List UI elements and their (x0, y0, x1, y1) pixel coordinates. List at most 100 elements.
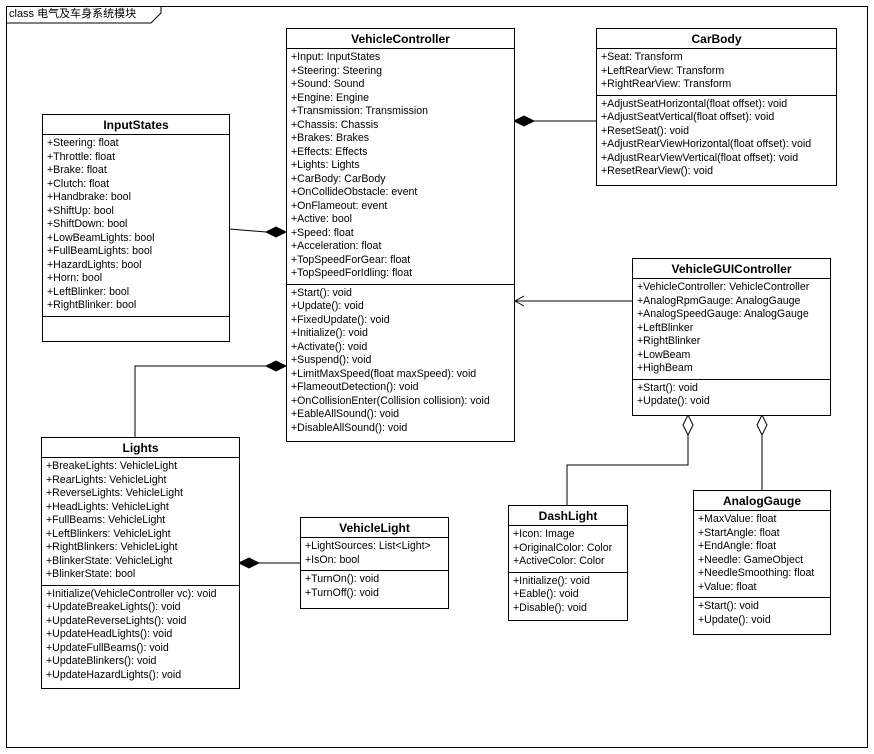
attribute-row: +RightRearView: Transform (601, 78, 732, 90)
operations-compartment: +Start(): void+Update(): void+FixedUpdat… (287, 285, 514, 442)
frame-label: class 电气及车身系统模块 (9, 8, 137, 20)
operation-row: +TurnOn(): void (305, 573, 380, 585)
class-name: VehicleGUIController (633, 259, 830, 279)
attribute-row: +OriginalColor: Color (513, 541, 613, 554)
operation-row: +OnCollisionEnter(Collision collision): … (291, 394, 490, 407)
class-analog-gauge: AnalogGauge +MaxValue: float+StartAngle:… (693, 490, 831, 635)
attribute-row: +ActiveColor: Color (513, 555, 605, 567)
operation-row: +AdjustRearViewVertical(float offset): v… (601, 151, 799, 164)
attributes-compartment: +VehicleController: VehicleController+An… (633, 279, 830, 380)
operation-row: +Initialize(VehicleController vc): void (46, 587, 217, 600)
attribute-row: +Engine: Engine (291, 91, 370, 104)
attribute-row: +Sound: Sound (291, 78, 365, 90)
attribute-row: +Steering: float (47, 137, 119, 149)
attribute-row: +RearLights: VehicleLight (46, 473, 167, 486)
attribute-row: +Brakes: Brakes (291, 132, 370, 144)
class-name: AnalogGauge (694, 491, 830, 511)
operation-row: +UpdateBreakeLights(): void (46, 601, 181, 613)
class-dash-light: DashLight +Icon: Image+OriginalColor: Co… (508, 505, 628, 621)
attributes-compartment: +Seat: Transform+LeftRearView: Transform… (597, 49, 836, 96)
operation-row: +UpdateHeadLights(): void (46, 628, 173, 640)
class-name: VehicleController (287, 29, 514, 49)
attribute-row: +Clutch: float (47, 177, 110, 190)
attribute-row: +StartAngle: float (698, 526, 780, 539)
attribute-row: +OnFlameout: event (291, 199, 388, 212)
attribute-row: +LeftBlinker (637, 321, 694, 334)
attribute-row: +BlinkerState: bool (46, 568, 136, 580)
operations-compartment: +TurnOn(): void+TurnOff(): void (301, 571, 448, 608)
operation-row: +DisableAllSound(): void (291, 421, 408, 434)
attribute-row: +TopSpeedForIdling: float (291, 267, 413, 279)
operation-row: +Start(): void (291, 286, 352, 299)
attribute-row: +OnCollideObstacle: event (291, 186, 418, 198)
attribute-row: +FullBeams: VehicleLight (46, 514, 166, 526)
attribute-row: +HighBeam (637, 362, 693, 374)
operation-row: +Disable(): void (513, 601, 587, 614)
attribute-row: +LeftBlinker: bool (47, 285, 130, 298)
attribute-row: +LowBeamLights: bool (47, 231, 155, 244)
operations-compartment: +Initialize(VehicleController vc): void+… (42, 586, 239, 689)
attribute-row: +LowBeam (637, 348, 691, 361)
attribute-row: +FullBeamLights: bool (47, 245, 153, 257)
operation-row: +Eable(): void (513, 588, 579, 600)
operations-compartment: +Start(): void+Update(): void (633, 380, 830, 416)
operations-compartment: +Initialize(): void+Eable(): void+Disabl… (509, 573, 627, 621)
attribute-row: +RightBlinkers: VehicleLight (46, 541, 178, 553)
operation-row: +ResetSeat(): void (601, 124, 690, 137)
class-name: Lights (42, 438, 239, 458)
operation-row: +UpdateBlinkers(): void (46, 655, 157, 667)
attribute-row: +Throttle: float (47, 150, 116, 163)
operation-row: +Activate(): void (291, 340, 368, 353)
attributes-compartment: +MaxValue: float+StartAngle: float+EndAn… (694, 511, 830, 598)
attribute-row: +MaxValue: float (698, 513, 777, 525)
operation-row: +AdjustSeatHorizontal(float offset): voi… (601, 97, 788, 110)
attribute-row: +Icon: Image (513, 528, 575, 540)
operation-row: +UpdateHazardLights(): void (46, 668, 182, 681)
operation-row: +TurnOff(): void (305, 586, 379, 599)
attribute-row: +NeedleSmoothing: float (698, 567, 815, 579)
attribute-row: +ShiftDown: bool (47, 218, 128, 230)
attribute-row: +Input: InputStates (291, 51, 381, 63)
attribute-row: +LightSources: List<Light> (305, 540, 431, 552)
attribute-row: +Horn: bool (47, 272, 103, 284)
attribute-row: +TopSpeedForGear: float (291, 253, 411, 266)
class-vehicle-controller: VehicleController +Input: InputStates+St… (286, 28, 515, 442)
operation-row: +Initialize(): void (513, 574, 590, 587)
operation-row: +FixedUpdate(): void (291, 313, 390, 326)
operation-row: +FlameoutDetection(): void (291, 381, 419, 393)
operation-row: +AdjustRearViewHorizontal(float offset):… (601, 138, 812, 150)
attribute-row: +IsOn: bool (305, 553, 360, 566)
frame-tab-outline (6, 6, 162, 24)
attribute-row: +EndAngle: float (698, 540, 777, 552)
attribute-row: +Transmission: Transmission (291, 105, 429, 117)
attributes-compartment: +Input: InputStates+Steering: Steering+S… (287, 49, 514, 285)
attributes-compartment: +Steering: float+Throttle: float+Brake: … (43, 135, 229, 317)
attribute-row: +LeftBlinkers: VehicleLight (46, 527, 171, 540)
attribute-row: +LeftRearView: Transform (601, 64, 725, 77)
operation-row: +EableAllSound(): void (291, 408, 400, 420)
attribute-row: +Handbrake: bool (47, 191, 131, 203)
attribute-row: +CarBody: CarBody (291, 172, 386, 185)
attribute-row: +AnalogRpmGauge: AnalogGauge (637, 294, 801, 307)
operation-row: +LimitMaxSpeed(float maxSpeed): void (291, 367, 477, 380)
attribute-row: +ReverseLights: VehicleLight (46, 487, 183, 499)
class-input-states: InputStates +Steering: float+Throttle: f… (42, 114, 230, 342)
attribute-row: +Acceleration: float (291, 240, 382, 252)
class-name: InputStates (43, 115, 229, 135)
attributes-compartment: +BreakeLights: VehicleLight+RearLights: … (42, 458, 239, 586)
operation-row: +Update(): void (291, 300, 364, 312)
attribute-row: +HazardLights: bool (47, 258, 142, 271)
attribute-row: +RightBlinker (637, 335, 701, 347)
operation-row: +Update(): void (637, 395, 710, 407)
operation-row: +AdjustSeatVertical(float offset): void (601, 111, 775, 123)
attribute-row: +Active: bool (291, 213, 352, 225)
attribute-row: +Value: float (698, 580, 757, 593)
operation-row: +Initialize(): void (291, 327, 368, 339)
attribute-row: +AnalogSpeedGauge: AnalogGauge (637, 308, 809, 320)
attribute-row: +Lights: Lights (291, 159, 360, 171)
operations-compartment (43, 317, 229, 342)
operation-row: +Start(): void (698, 600, 759, 612)
attributes-compartment: +LightSources: List<Light>+IsOn: bool (301, 538, 448, 571)
attribute-row: +BlinkerState: VehicleLight (46, 554, 173, 567)
attribute-row: +VehicleController: VehicleController (637, 281, 810, 293)
